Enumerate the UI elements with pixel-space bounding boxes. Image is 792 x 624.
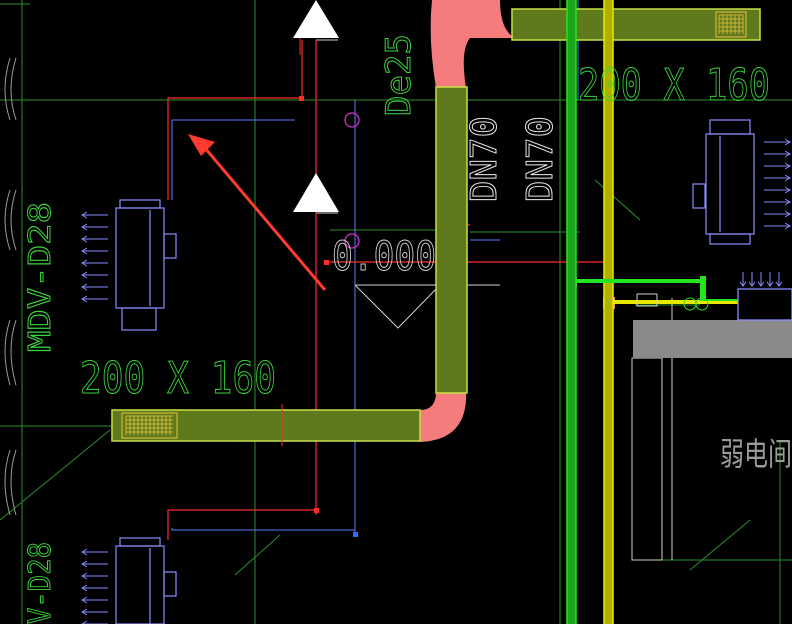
airflow-arrow-head [81, 572, 88, 580]
airflow-arrow-head [784, 174, 791, 182]
pipe-size-dn70: DN70 [520, 116, 561, 202]
duct-bottom [111, 404, 421, 446]
airflow-arrow-head [81, 620, 88, 624]
pipe-branches [576, 276, 738, 311]
diffuser-grille-bottom [125, 415, 173, 435]
pipe-riser-marker [344, 233, 360, 249]
airflow-arrow-head [81, 247, 88, 255]
triangle-symbol [293, 0, 339, 55]
diffuser-grille-top [718, 14, 744, 34]
unit-model-label: V-D28 [23, 542, 58, 624]
duct-size-label-left: 200 X 160 [80, 353, 276, 404]
airflow-arrow-head [784, 138, 791, 146]
airflow-arrow-head [784, 198, 791, 206]
airflow-arrow-head [784, 210, 791, 218]
triangle-symbol [293, 173, 339, 212]
equipment-box [737, 288, 792, 321]
airflow-arrow-head [81, 295, 88, 303]
room-name-label: 弱电间 [720, 435, 792, 473]
airflow-arrow-head [81, 608, 88, 616]
annotation-arrow [188, 134, 327, 291]
airflow-arrow-head [784, 150, 791, 158]
pipe-green-vertical [566, 0, 577, 624]
blue-joint-dot [353, 532, 358, 537]
airflow-arrow-head [81, 271, 88, 279]
indoor-unit-right [692, 119, 755, 245]
airflow-arrow-head [784, 162, 791, 170]
airflow-arrow-head [81, 596, 88, 604]
airflow-arrow-head [81, 223, 88, 231]
unit-model-label: MDV-D28 [23, 202, 58, 352]
airflow-arrow-head [81, 211, 88, 219]
indoor-unit-left-top [115, 199, 177, 331]
red-joint-dots [299, 96, 329, 513]
airflow-arrow-head [81, 283, 88, 291]
blue-lines [171, 0, 579, 535]
airflow-arrow-head [784, 222, 791, 230]
pipe-riser-marker [344, 112, 360, 128]
airflow-arrow-head [81, 259, 88, 267]
airflow-arrow-head [81, 235, 88, 243]
airflow-arrow-head [81, 548, 88, 556]
concrete-slab [633, 320, 792, 358]
column-edge-shapes [4, 57, 17, 516]
duct-size-label-top: 200 X 160 [578, 60, 770, 111]
duct-elbow [420, 392, 467, 442]
indoor-unit-left-bottom [115, 537, 177, 624]
airflow-arrows-left [81, 548, 108, 624]
pipe-size-de25: De25 [379, 34, 419, 116]
airflow-arrows-right [764, 138, 791, 230]
pipe-size-dn70: DN70 [464, 116, 505, 202]
duct-fitting-top [430, 0, 515, 88]
airflow-arrow-head [784, 186, 791, 194]
airflow-arrow-head [81, 584, 88, 592]
supply-arrows-small [739, 272, 783, 287]
duct-riser [435, 86, 468, 394]
airflow-arrow-head [81, 560, 88, 568]
elevation-label: 0.000 [332, 234, 436, 280]
airflow-arrows-left [81, 211, 108, 303]
pipe-yellow-vertical [603, 0, 614, 624]
